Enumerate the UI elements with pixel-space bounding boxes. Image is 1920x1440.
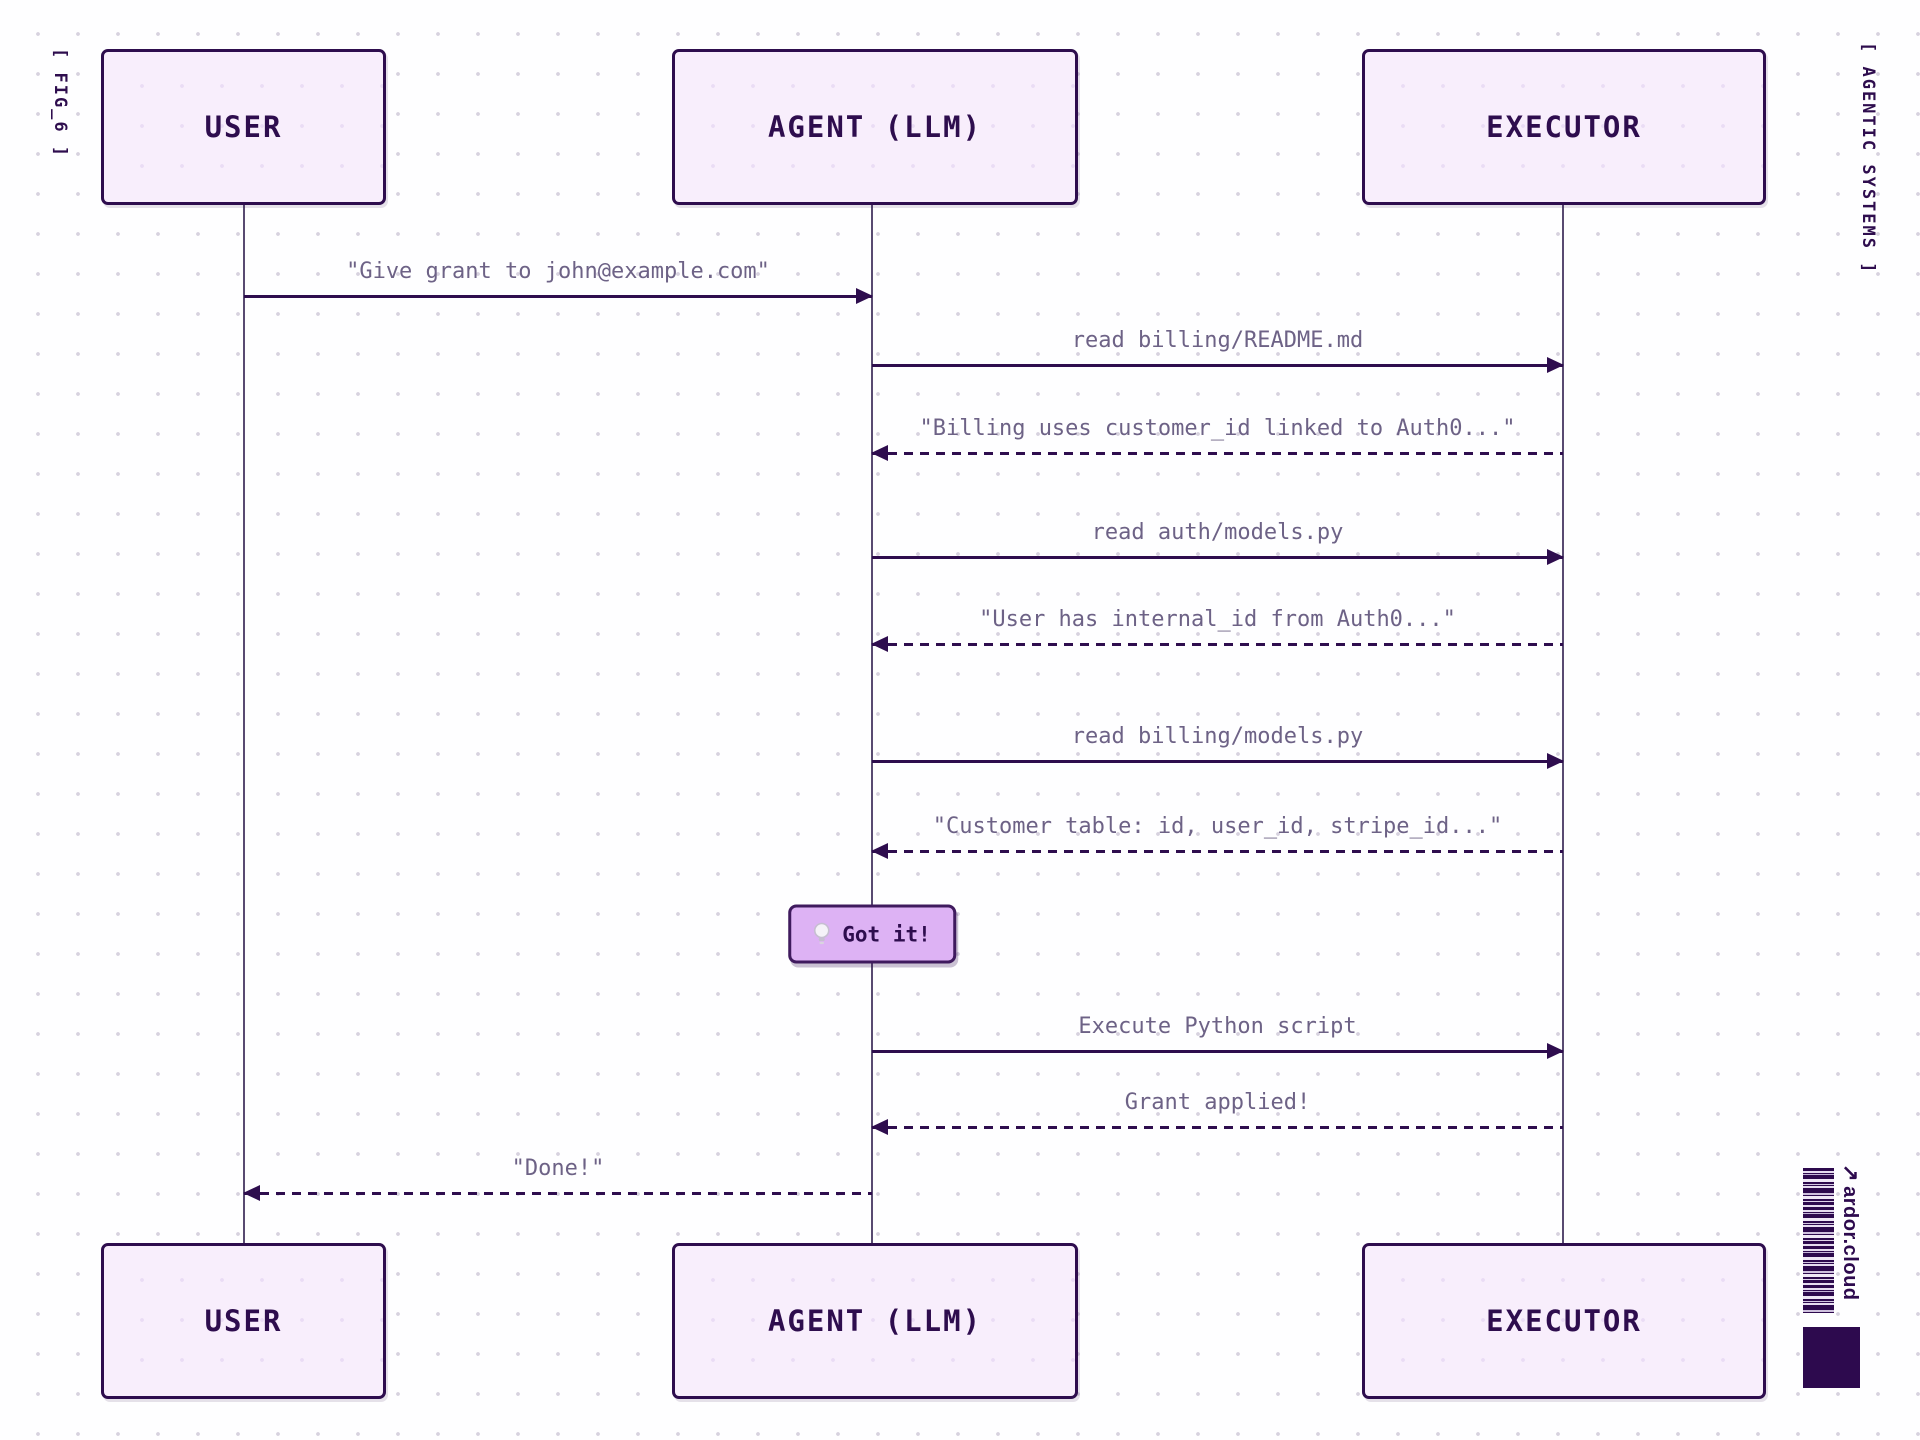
figure-number-label: [ FIG_6 ]	[50, 48, 70, 159]
actor-box-executor-bottom: EXECUTOR	[1362, 1243, 1766, 1399]
message-arrow	[871, 1119, 1563, 1135]
lifeline-user	[243, 202, 245, 1246]
arrowhead-icon	[1547, 549, 1564, 565]
actor-label: USER	[204, 1304, 283, 1338]
actor-label: AGENT (LLM)	[767, 1304, 983, 1338]
arrowhead-icon	[871, 1119, 888, 1135]
lifeline-executor	[1562, 202, 1564, 1246]
message-arrow	[871, 843, 1563, 859]
figure-series-label: [ AGENTIC SYSTEMS ]	[1858, 42, 1878, 275]
actor-label: USER	[204, 110, 283, 144]
message-label: Execute Python script	[1078, 1014, 1357, 1039]
arrowhead-icon	[1547, 1043, 1564, 1059]
actor-box-agent-top: AGENT (LLM)	[672, 49, 1078, 205]
arrowhead-icon	[1547, 753, 1564, 769]
message-label: "User has internal_id from Auth0..."	[979, 607, 1456, 632]
message-label: read billing/models.py	[1071, 724, 1364, 749]
arrowhead-icon	[1547, 357, 1564, 373]
brand-square	[1803, 1327, 1860, 1388]
message-label: read auth/models.py	[1091, 520, 1344, 545]
message-arrow	[871, 445, 1563, 461]
message-arrow	[871, 636, 1563, 652]
message-label: "Done!"	[511, 1156, 605, 1181]
brand-logo: ↗ ardor.cloud	[1838, 1164, 1862, 1334]
message-arrow	[872, 549, 1564, 565]
note-box: Got it!	[788, 904, 956, 964]
message-arrow	[872, 357, 1564, 373]
lightbulb-icon	[813, 922, 830, 945]
lifeline-agent	[871, 202, 873, 1246]
message-label: "Billing uses customer_id linked to Auth…	[919, 416, 1516, 441]
arrowhead-icon	[871, 445, 888, 461]
actor-label: EXECUTOR	[1486, 110, 1642, 144]
barcode-image	[1803, 1168, 1834, 1313]
arrowhead-icon	[871, 843, 888, 859]
arrowhead-icon	[871, 636, 888, 652]
message-label: read billing/README.md	[1071, 328, 1364, 353]
actor-box-user-top: USER	[101, 49, 386, 205]
message-arrow	[872, 1043, 1564, 1059]
message-arrow	[243, 1185, 872, 1201]
message-label: Grant applied!	[1124, 1090, 1311, 1115]
message-arrow	[244, 288, 873, 304]
arrowhead-icon	[243, 1185, 260, 1201]
actor-box-user-bottom: USER	[101, 1243, 386, 1399]
actor-label: AGENT (LLM)	[767, 110, 983, 144]
message-arrow	[872, 753, 1564, 769]
actor-box-agent-bottom: AGENT (LLM)	[672, 1243, 1078, 1399]
arrow-up-right-icon: ↗	[1839, 1164, 1862, 1183]
message-label: "Customer table: id, user_id, stripe_id.…	[932, 814, 1503, 839]
message-label: "Give grant to john@example.com"	[346, 259, 770, 284]
brand-logo-text: ardor.cloud	[1839, 1186, 1861, 1301]
arrowhead-icon	[856, 288, 873, 304]
actor-label: EXECUTOR	[1486, 1304, 1642, 1338]
note-label: Got it!	[842, 922, 931, 946]
actor-box-executor-top: EXECUTOR	[1362, 49, 1766, 205]
